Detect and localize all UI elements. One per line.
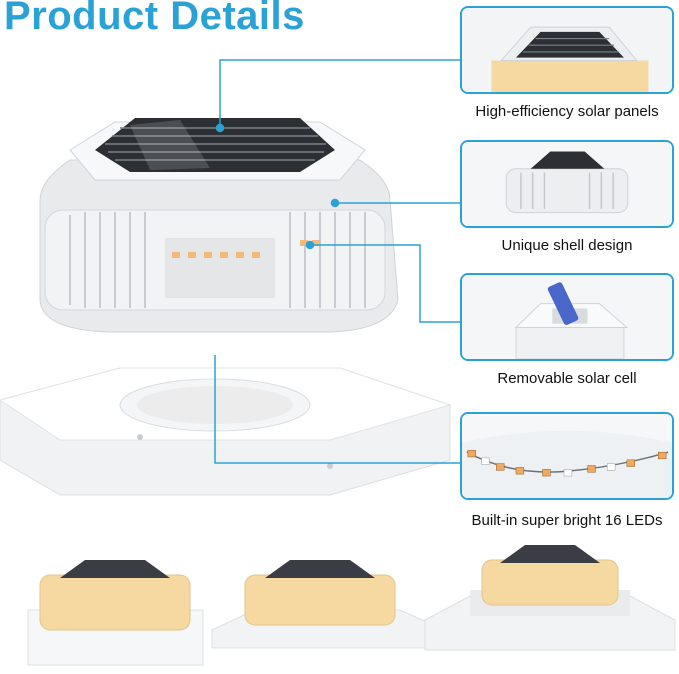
bottom-lamp-large — [424, 545, 676, 651]
feature-panel-leds — [460, 412, 674, 500]
shell-icon — [462, 142, 672, 226]
solar-cell-icon — [462, 275, 672, 359]
bottom-lamp-small — [27, 560, 204, 666]
lamp-body — [39, 118, 399, 333]
feature-caption: Removable solar cell — [497, 370, 637, 387]
led-strip-icon — [462, 414, 672, 498]
bottom-lamp-medium — [211, 560, 446, 649]
feature-caption: Unique shell design — [501, 237, 633, 254]
feature-panel-solar — [460, 6, 674, 94]
feature-panel-shell — [460, 140, 674, 228]
feature-panel-solar-cell — [460, 273, 674, 361]
solar-panel-icon — [462, 8, 672, 92]
feature-caption: High-efficiency solar panels — [475, 103, 659, 120]
page-title: Product Details — [4, 0, 305, 38]
feature-caption: Built-in super bright 16 LEDs — [471, 512, 663, 529]
